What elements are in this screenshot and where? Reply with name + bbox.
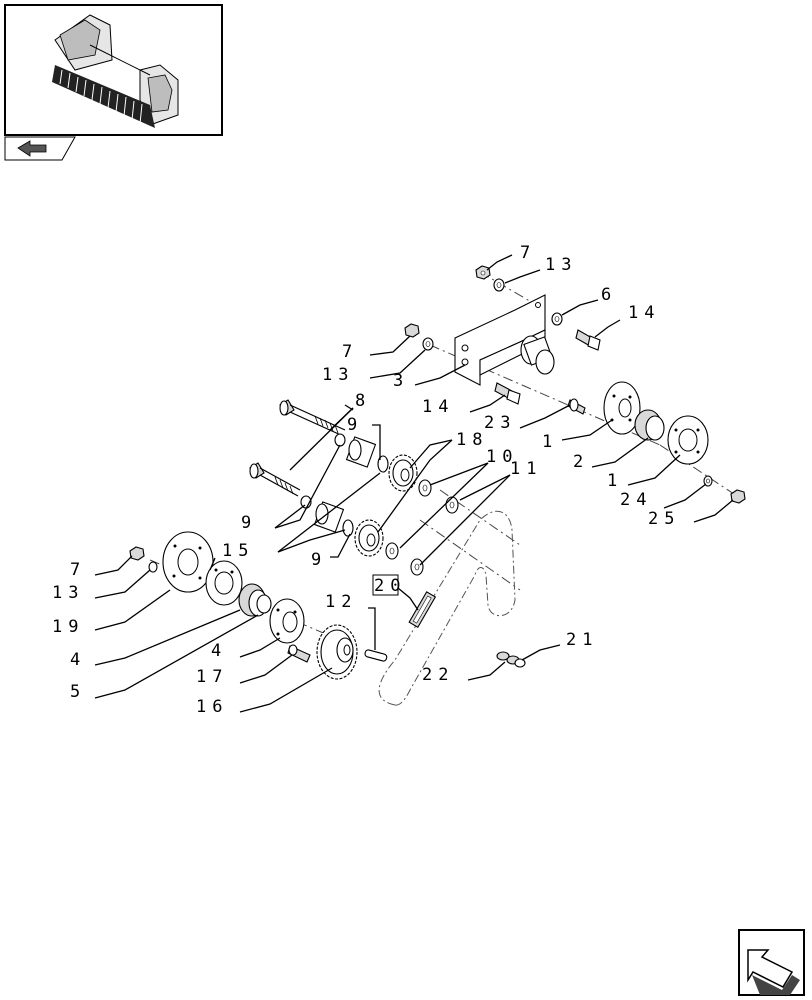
callout-11: 11 <box>510 459 542 479</box>
callout-7-mid: 7 <box>342 342 358 362</box>
callout-14-top: 14 <box>628 303 660 323</box>
callout-4-mid: 4 <box>211 641 227 661</box>
callout-13-mid: 13 <box>322 365 354 385</box>
washer-24 <box>703 475 713 487</box>
bearing-4-5 <box>238 583 272 617</box>
callout-10: 10 <box>486 447 518 467</box>
callout-3: 3 <box>393 371 409 391</box>
washer-13-top <box>493 278 505 292</box>
callout-box-20 <box>372 574 399 596</box>
nut-7-mid <box>404 323 420 338</box>
callout-1-right-b: 1 <box>607 471 623 491</box>
callout-13-top: 13 <box>545 255 577 275</box>
callout-4-left: 4 <box>70 650 86 670</box>
callout-21: 21 <box>566 630 598 650</box>
bolt-8-upper <box>279 399 346 437</box>
callout-15: 15 <box>222 541 254 561</box>
callout-12: 12 <box>325 592 357 612</box>
mounting-bracket <box>454 294 555 386</box>
bearing-2 <box>634 409 665 441</box>
callout-7-left: 7 <box>70 560 86 580</box>
callout-9-left: 9 <box>241 513 257 533</box>
callout-20: 20 <box>374 576 406 596</box>
sprocket-18-lower <box>354 519 384 557</box>
washer-13-mid <box>422 337 434 351</box>
washer-13-left <box>148 561 158 573</box>
callout-5: 5 <box>70 682 86 702</box>
nut-7-top <box>475 265 491 280</box>
callout-13-left: 13 <box>52 583 84 603</box>
callout-1-right-a: 1 <box>542 432 558 452</box>
washer-9-lower-b <box>342 519 354 537</box>
callout-14-mid: 14 <box>422 397 454 417</box>
spacer-lower <box>313 501 345 533</box>
washer-9-upper-a <box>334 433 346 447</box>
washer-10-upper <box>418 479 432 497</box>
bolt-14-mid <box>494 382 521 405</box>
chain-link-20 <box>408 591 437 628</box>
nut-7-left <box>129 546 145 561</box>
callout-24: 24 <box>620 490 652 510</box>
callout-23: 23 <box>484 413 516 433</box>
baler-pickup-reel-thumbnail <box>52 14 179 128</box>
sprocket-18-upper <box>388 454 418 492</box>
flange-4-left-outer <box>269 598 305 644</box>
bolt-23 <box>567 398 586 415</box>
leader-lines <box>94 254 734 713</box>
callout-16: 16 <box>196 697 228 717</box>
washer-11-lower <box>410 558 424 576</box>
flange-19 <box>162 531 214 593</box>
back-arrow-icon[interactable] <box>4 136 76 161</box>
sprocket-16 <box>316 624 358 680</box>
chain-connector-21 <box>496 651 526 668</box>
callout-2: 2 <box>573 452 589 472</box>
callout-18: 18 <box>456 430 488 450</box>
flange-15 <box>205 560 243 606</box>
callout-19: 19 <box>52 617 84 637</box>
bolt-17 <box>287 644 311 663</box>
spacer-upper <box>345 436 377 468</box>
key-12 <box>364 649 388 662</box>
callout-9-lower: 9 <box>311 550 327 570</box>
washer-6 <box>551 312 563 326</box>
callout-17: 17 <box>196 667 228 687</box>
callout-8: 8 <box>355 391 371 411</box>
callout-7-top: 7 <box>520 243 536 263</box>
flange-1-right-outer <box>667 415 709 465</box>
thumbnail-panel[interactable] <box>4 4 223 136</box>
washer-10-lower <box>385 542 399 560</box>
callout-22: 22 <box>422 665 454 685</box>
callout-labels: 7 13 6 14 7 13 3 14 23 8 9 18 10 11 1 2 … <box>52 243 680 717</box>
nut-25 <box>730 489 746 504</box>
flange-1-right-inner <box>603 381 641 435</box>
washer-11-upper <box>445 496 459 514</box>
callout-9-top: 9 <box>347 415 363 435</box>
callout-6: 6 <box>601 285 617 305</box>
callout-25: 25 <box>648 509 680 529</box>
bolt-14-top <box>575 329 601 351</box>
bolt-8-lower <box>249 462 301 497</box>
drive-chain-loop <box>378 510 516 706</box>
forward-arrow-icon[interactable] <box>738 929 805 996</box>
